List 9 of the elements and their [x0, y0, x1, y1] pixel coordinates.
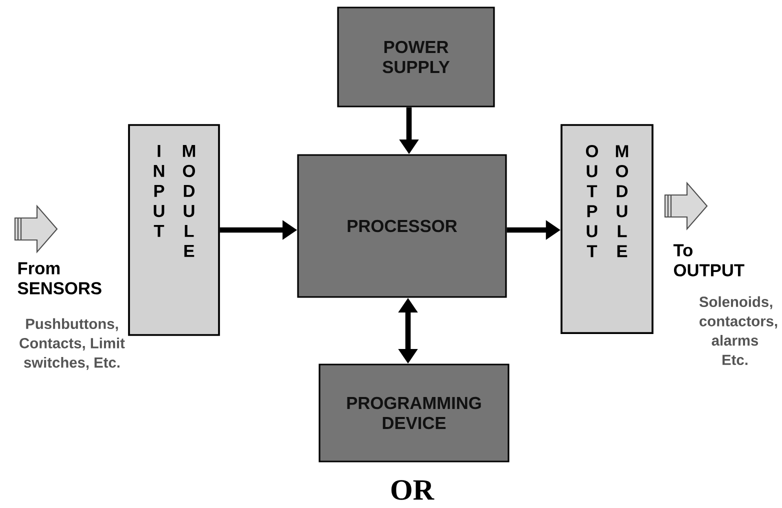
label-text: From SENSORS — [18, 262, 102, 294]
process-box: PROCESSOR — [297, 154, 507, 298]
process-box: POWER SUPPLY — [337, 6, 495, 108]
label-text: To OUTPUT — [673, 244, 744, 276]
note-text: Solenoids, contactors, alarms Etc. — [699, 296, 778, 366]
module-box: OUTPUT MODULE — [560, 124, 654, 334]
process-box: PROGRAMMING DEVICE — [318, 364, 510, 462]
note-text: Pushbuttons, Contacts, Limit switches, Etc. — [20, 318, 125, 370]
module-box: INPUT MODULE — [128, 124, 220, 336]
